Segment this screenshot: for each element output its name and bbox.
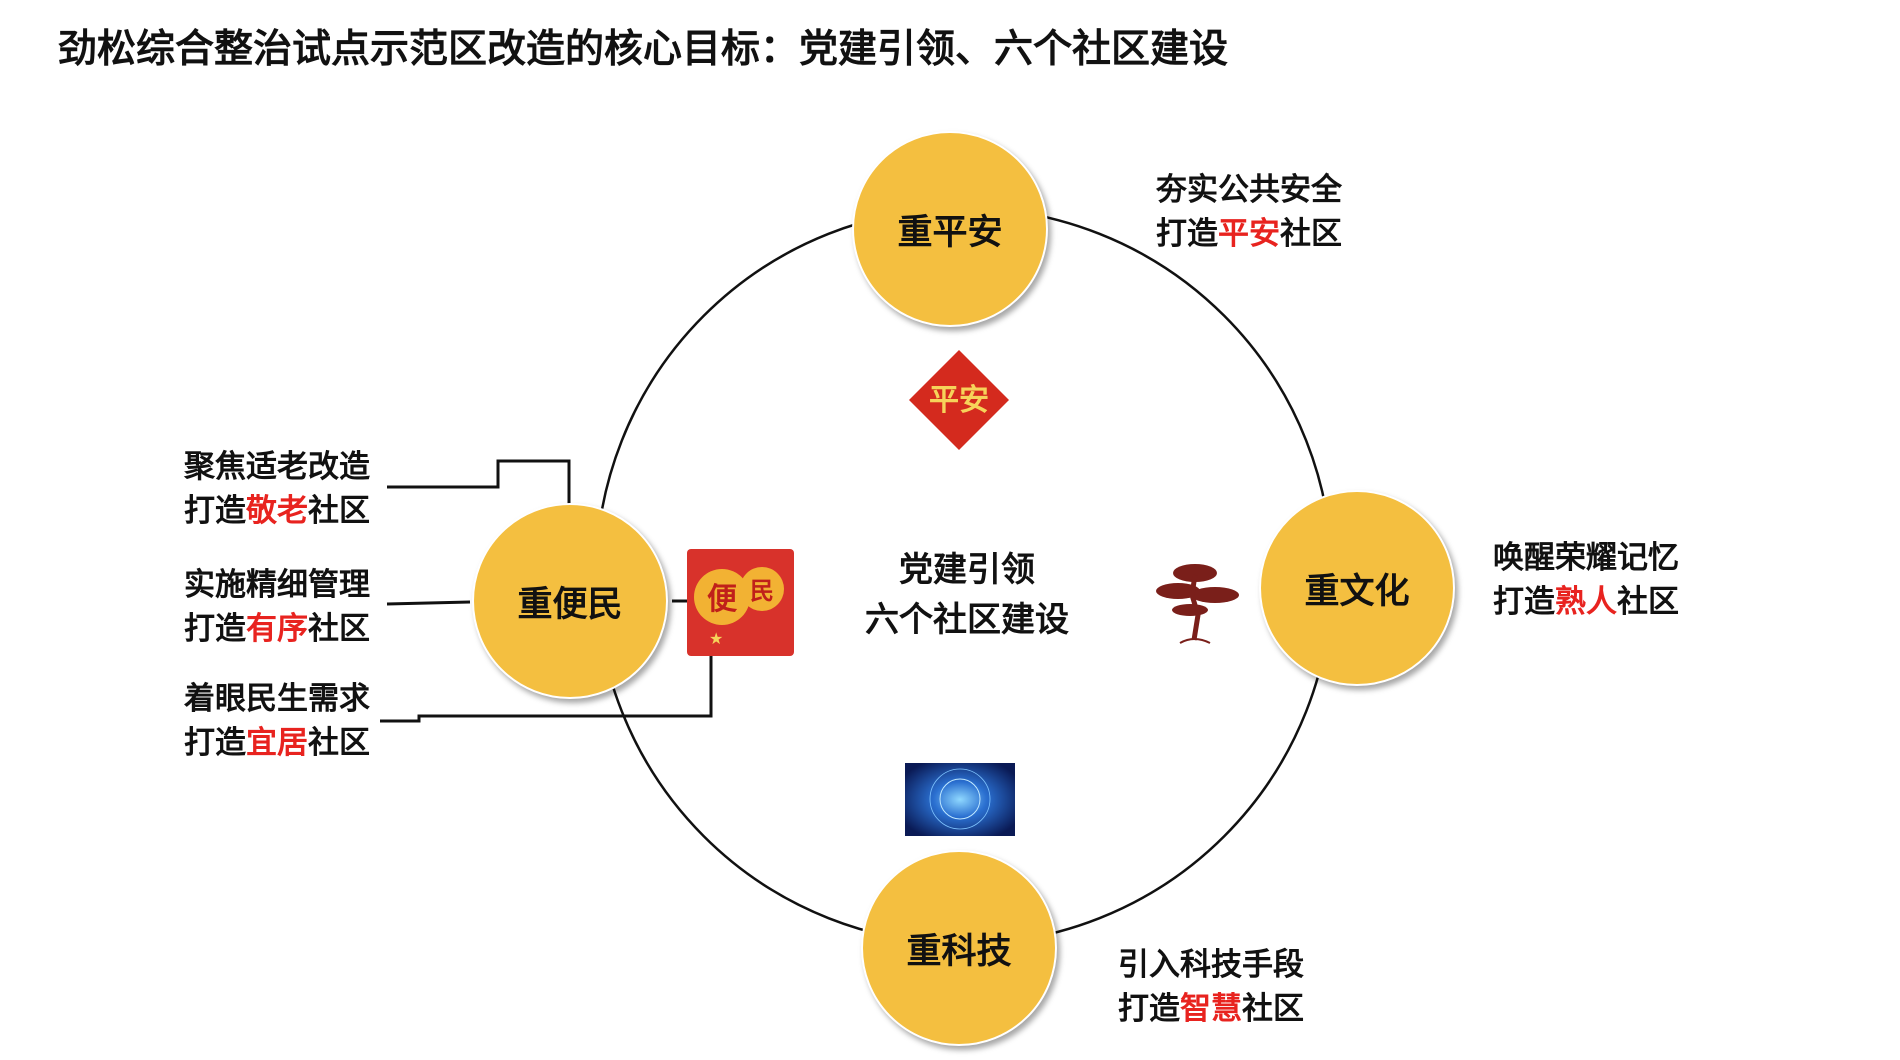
label-suffix: 社区 xyxy=(308,611,370,647)
center-text: 党建引领 六个社区建设 xyxy=(817,545,1117,645)
label-highlight: 智慧 xyxy=(1180,991,1242,1027)
label-prefix: 打造 xyxy=(1156,216,1218,252)
label-culture: 唤醒荣耀记忆 打造熟人社区 xyxy=(1493,536,1679,624)
label-livable: 着眼民生需求 打造宜居社区 xyxy=(184,677,370,765)
connector-elderly xyxy=(387,459,571,505)
label-line1: 引入科技手段 xyxy=(1118,947,1304,983)
svg-text:★: ★ xyxy=(709,629,723,648)
label-orderly: 实施精细管理 打造有序社区 xyxy=(184,563,370,651)
pine-tree-image xyxy=(1156,564,1239,644)
page-title: 劲松综合整治试点示范区改造的核心目标：党建引领、六个社区建设 xyxy=(58,27,1229,72)
node-safety: 重平安 xyxy=(852,131,1048,327)
bianmin-image: 便 民 ★ xyxy=(687,549,794,656)
label-line1: 着眼民生需求 xyxy=(184,681,370,717)
label-highlight: 宜居 xyxy=(246,725,308,761)
label-highlight: 熟人 xyxy=(1555,584,1617,620)
technology-image xyxy=(905,763,1015,836)
label-prefix: 打造 xyxy=(184,725,246,761)
label-line1: 实施精细管理 xyxy=(184,567,370,603)
label-suffix: 社区 xyxy=(308,493,370,529)
node-technology: 重科技 xyxy=(861,850,1057,1046)
label-line1: 聚焦适老改造 xyxy=(184,449,370,485)
label-prefix: 打造 xyxy=(1118,991,1180,1027)
center-line1: 党建引领 xyxy=(899,550,1035,590)
label-highlight: 有序 xyxy=(246,611,308,647)
label-prefix: 打造 xyxy=(1493,584,1555,620)
svg-text:民: 民 xyxy=(750,577,774,605)
label-line1: 夯实公共安全 xyxy=(1156,172,1342,208)
label-prefix: 打造 xyxy=(184,493,246,529)
label-suffix: 社区 xyxy=(1242,991,1304,1027)
label-suffix: 社区 xyxy=(1280,216,1342,252)
label-safety: 夯实公共安全 打造平安社区 xyxy=(1156,168,1342,256)
node-convenience: 重便民 xyxy=(472,503,668,699)
label-highlight: 敬老 xyxy=(246,493,308,529)
label-suffix: 社区 xyxy=(308,725,370,761)
center-line2: 六个社区建设 xyxy=(865,600,1069,640)
label-line1: 唤醒荣耀记忆 xyxy=(1493,540,1679,576)
pingan-diamond-image: 平安 xyxy=(909,350,1009,450)
label-prefix: 打造 xyxy=(184,611,246,647)
node-culture: 重文化 xyxy=(1259,490,1455,686)
label-technology: 引入科技手段 打造智慧社区 xyxy=(1118,943,1304,1031)
svg-text:平安: 平安 xyxy=(929,383,989,418)
label-suffix: 社区 xyxy=(1617,584,1679,620)
connector-orderly xyxy=(386,600,471,606)
label-highlight: 平安 xyxy=(1218,216,1280,252)
label-elderly: 聚焦适老改造 打造敬老社区 xyxy=(184,445,370,533)
svg-text:便: 便 xyxy=(707,582,738,617)
